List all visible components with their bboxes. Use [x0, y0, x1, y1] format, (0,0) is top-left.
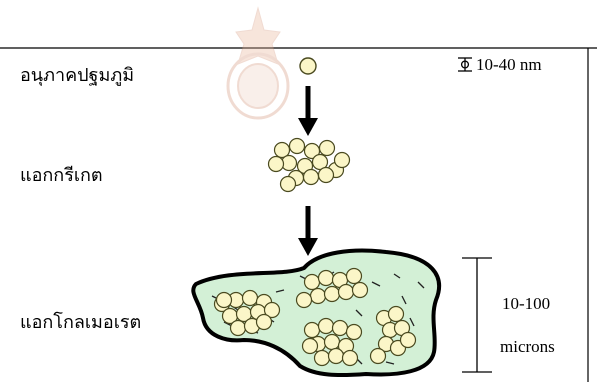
- aggregate-particle: [320, 141, 335, 156]
- stage-label-aggregate: แอกกรีเกต: [20, 160, 103, 189]
- agglomerate-particle: [257, 315, 272, 330]
- agglomerate-particle: [339, 285, 354, 300]
- aggregate-particle: [335, 153, 350, 168]
- aggregate-particle: [269, 157, 284, 172]
- agglomerate-particle: [371, 349, 386, 364]
- agglomerate-particle: [297, 293, 312, 308]
- university-seal-icon: [228, 8, 288, 118]
- agglomerate-particle: [333, 321, 348, 336]
- aggregate-particle: [290, 139, 305, 154]
- primary-particle: [300, 58, 316, 74]
- agglomerate-particle: [343, 351, 358, 366]
- agglomerate-particle: [401, 333, 416, 348]
- arrow-aggregate-to-agglomerate: [298, 206, 318, 256]
- agglomerate-particle: [319, 271, 334, 286]
- agglomerate-particle: [319, 319, 334, 334]
- size-indicator-icon: [458, 58, 472, 71]
- primary-size-label: 10-40 nm: [476, 55, 542, 75]
- arrow-primary-to-aggregate: [298, 86, 318, 136]
- agglomerate-particle: [347, 325, 362, 340]
- agglomerate-particle: [243, 291, 258, 306]
- agglomerate-particle: [329, 349, 344, 364]
- aggregate-particle: [304, 170, 319, 185]
- agglomerate-particle: [305, 323, 320, 338]
- agglomerate-particle: [325, 335, 340, 350]
- agglomerate-particle: [325, 287, 340, 302]
- stage-label-agglomerate: แอกโกลเมอเรต: [20, 307, 141, 336]
- agglomerate-body: [193, 251, 439, 375]
- agglomerate-particle: [347, 269, 362, 284]
- agglomerate-particle: [315, 351, 330, 366]
- agglomerate-particle: [231, 321, 246, 336]
- aggregate-particle: [281, 177, 296, 192]
- aggregate-cluster: [269, 139, 350, 192]
- agglomerate-particle: [303, 339, 318, 354]
- agglomerate-particle: [389, 307, 404, 322]
- stage-label-primary: อนุภาคปฐมภูมิ: [20, 60, 134, 89]
- agglomerate-size-unit: microns: [500, 337, 555, 357]
- agglomerate-size-bracket: [462, 258, 492, 372]
- aggregate-particle: [319, 168, 334, 183]
- agglomerate-size-value: 10-100: [502, 294, 550, 314]
- agglomerate-particle: [305, 275, 320, 290]
- agglomerate-particle: [311, 289, 326, 304]
- agglomerate-particle: [217, 293, 232, 308]
- agglomerate-particle: [353, 283, 368, 298]
